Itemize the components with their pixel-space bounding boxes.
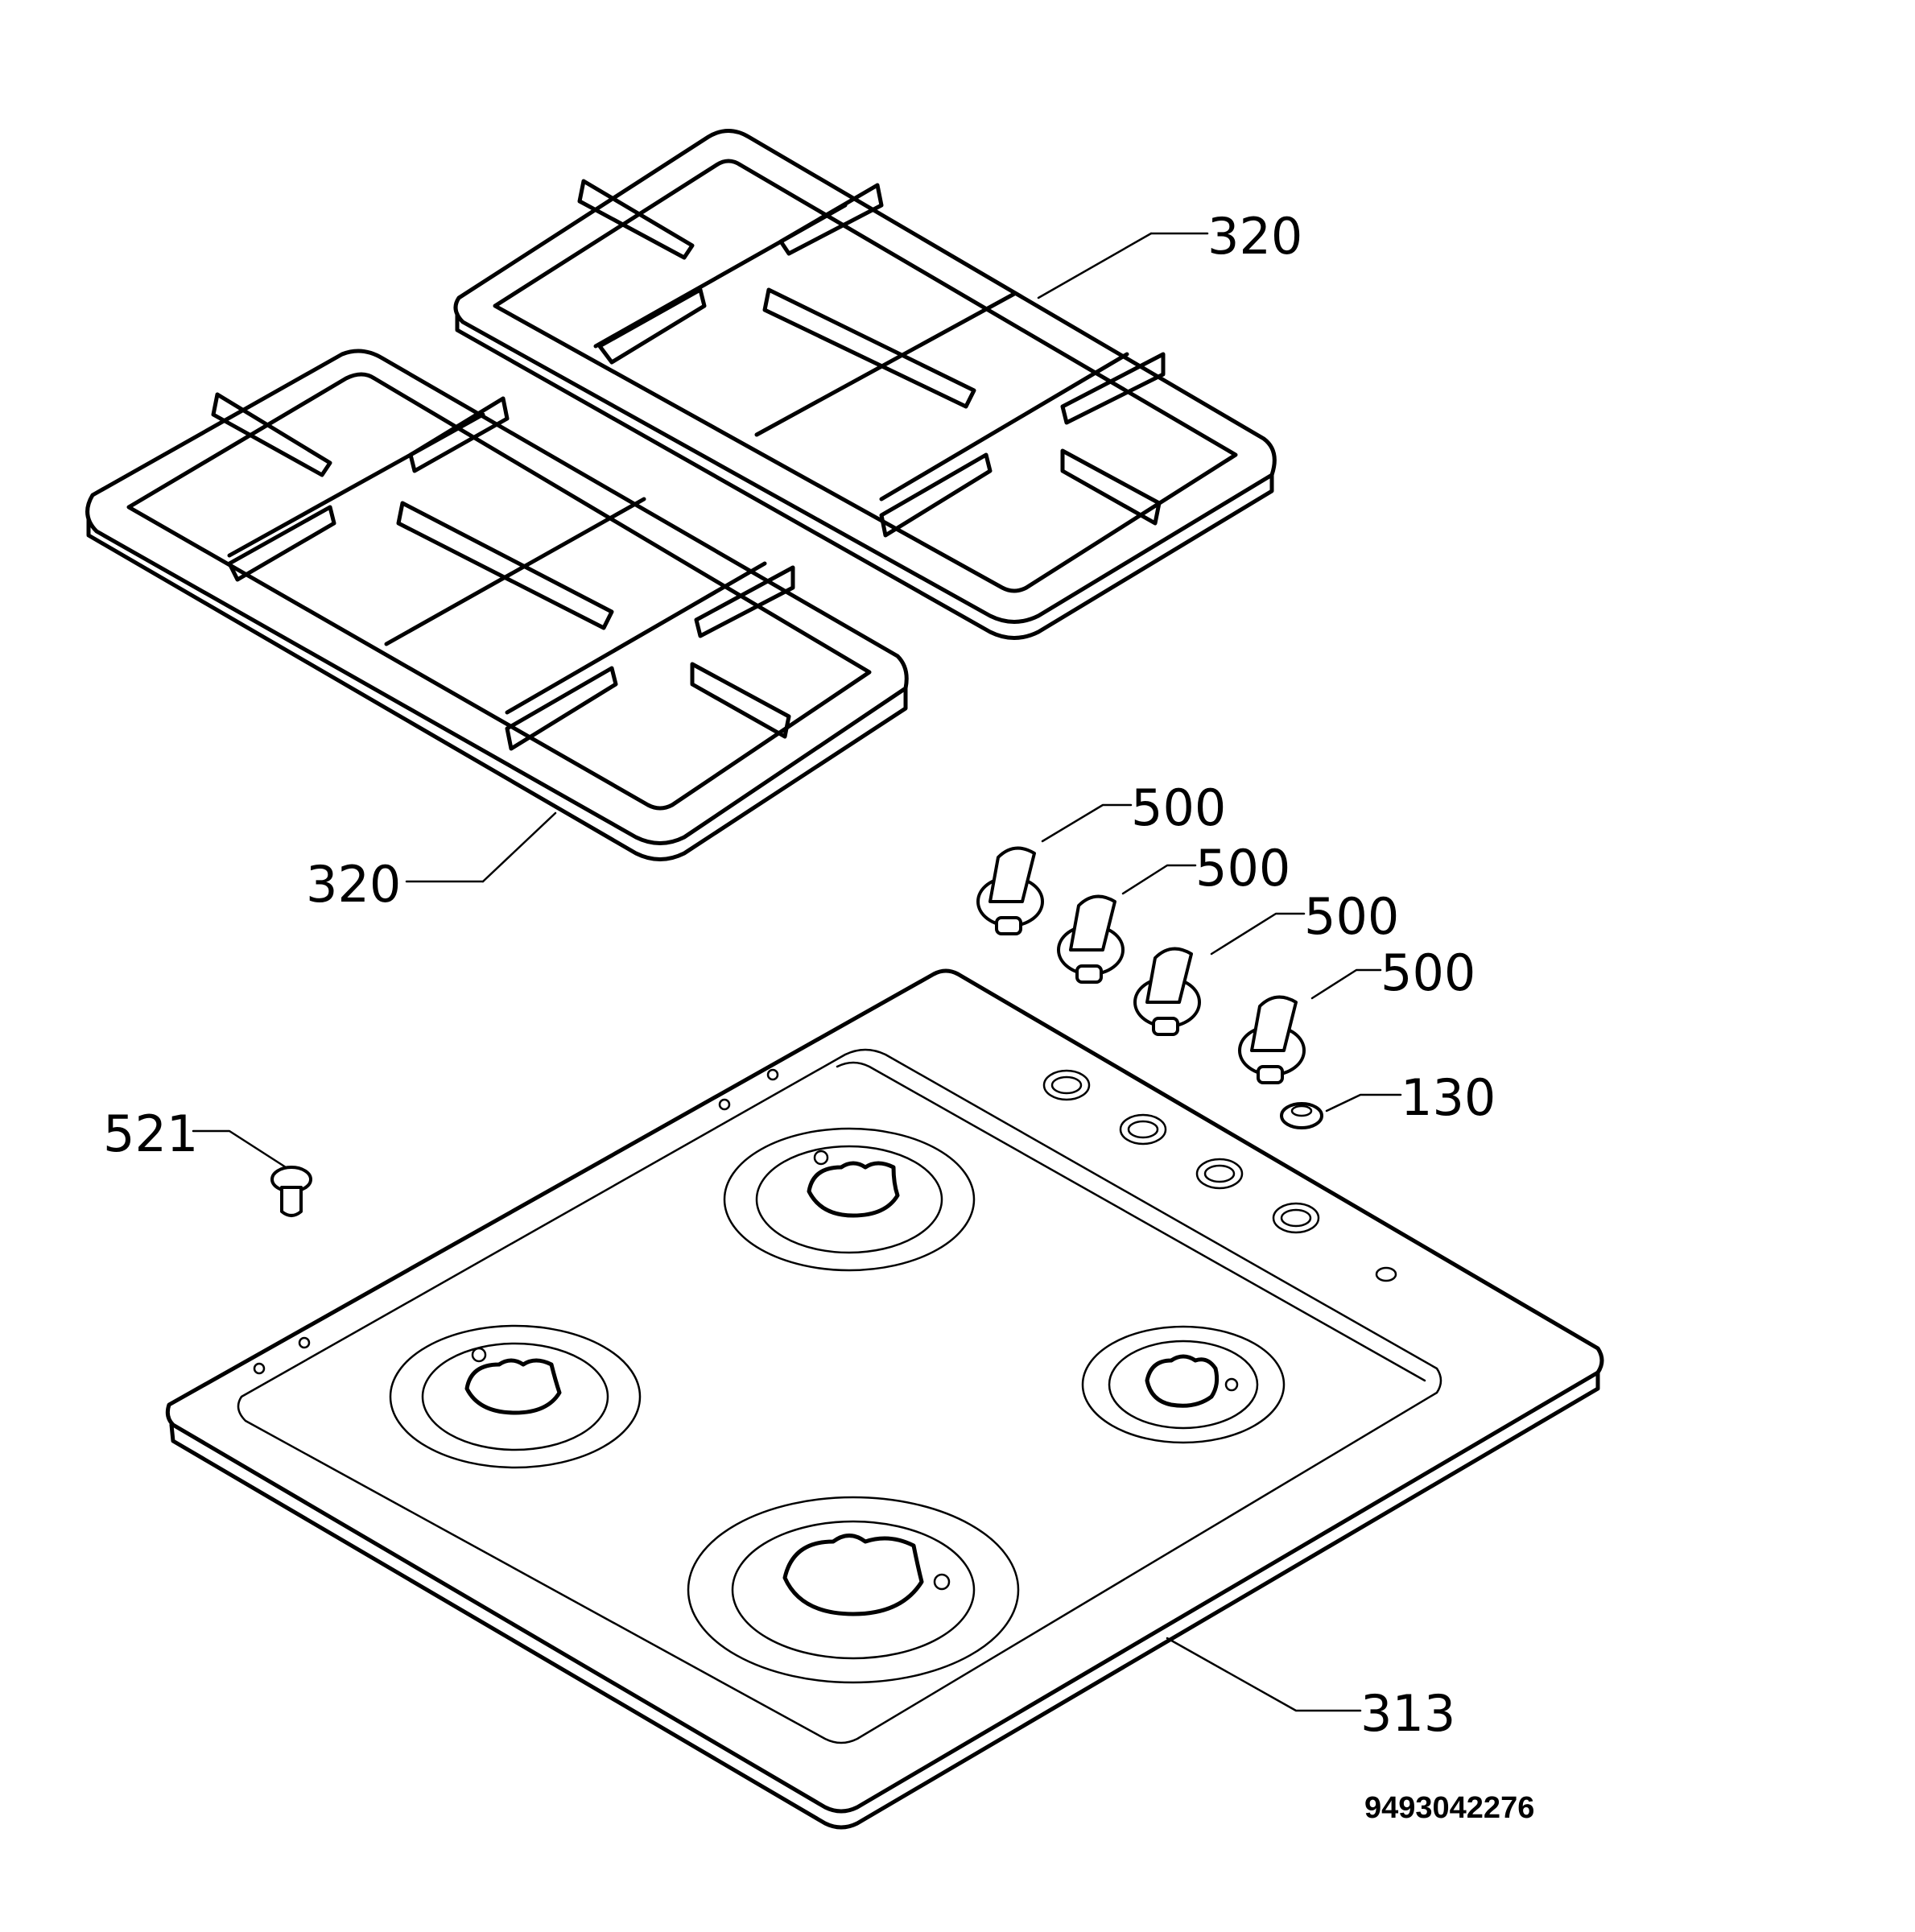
leader-line (1166, 1637, 1362, 1712)
leader-line (1210, 912, 1306, 956)
label-hob-top-plate: 313 (1360, 1684, 1455, 1743)
control-knob-2 (1057, 894, 1125, 984)
leader-line (1037, 232, 1153, 299)
pan-support-back (453, 129, 1277, 640)
burner-right (1081, 1325, 1286, 1444)
label-control-knob-1: 500 (1131, 778, 1226, 837)
control-knob-4 (1238, 995, 1306, 1084)
fixing-holes (253, 1068, 779, 1375)
pan-support-front (85, 349, 909, 861)
hob-top-plate (165, 968, 1604, 1830)
control-knob-1 (976, 846, 1044, 935)
label-pan-support-back: 320 (1207, 207, 1302, 266)
leader-line (192, 1129, 287, 1169)
burner-left (389, 1324, 642, 1469)
leader-line (1121, 864, 1197, 895)
label-pan-support-front: 320 (306, 855, 401, 914)
leader-line (1041, 803, 1133, 843)
control-knob-3 (1133, 947, 1201, 1036)
leader-line (1310, 968, 1382, 1000)
burner-rear (723, 1127, 976, 1272)
drawing-code: 9493042276 (1364, 1791, 1534, 1825)
knob-holes (1042, 1069, 1397, 1282)
label-control-knob-2: 500 (1195, 839, 1290, 898)
label-control-knob-3: 500 (1304, 887, 1399, 946)
burner-front (687, 1496, 1020, 1684)
knob-seal (1280, 1102, 1323, 1129)
leader-line (481, 811, 557, 883)
label-control-knob-4: 500 (1381, 943, 1475, 1002)
label-knob-seal: 130 (1401, 1068, 1496, 1127)
screw (270, 1166, 312, 1217)
label-screw: 521 (103, 1104, 198, 1163)
leader-line (1325, 1093, 1402, 1113)
